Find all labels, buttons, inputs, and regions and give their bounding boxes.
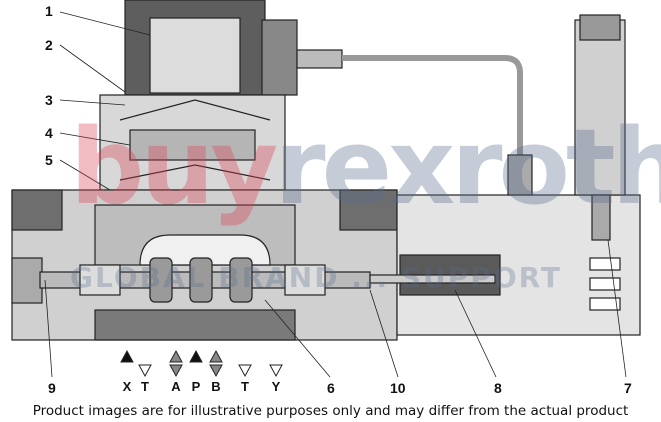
port-t-triangle bbox=[138, 364, 152, 378]
end-plug bbox=[11, 257, 43, 304]
callout-4: 4 bbox=[45, 125, 53, 141]
leader-line-9 bbox=[44, 279, 53, 378]
port-b-up-triangle bbox=[209, 349, 223, 363]
callout-9: 9 bbox=[48, 380, 56, 396]
port-plate bbox=[94, 309, 296, 341]
callout-5: 5 bbox=[45, 152, 53, 168]
spool-land bbox=[189, 257, 213, 303]
plug-pins bbox=[591, 194, 611, 241]
port-label-t2: T bbox=[241, 379, 249, 394]
leader-line-6 bbox=[264, 299, 331, 378]
right-end-cap bbox=[339, 189, 398, 231]
plug-cap bbox=[579, 14, 621, 41]
port-y-triangle bbox=[269, 364, 283, 378]
port-x-triangle bbox=[120, 349, 134, 363]
pilot-valve-lower-linkage bbox=[119, 164, 271, 181]
leader-line-8 bbox=[454, 289, 497, 378]
watermark-tagline: GLOBAL BRAND ... SUPPORT bbox=[70, 261, 563, 294]
port-label-x: X bbox=[122, 379, 132, 394]
callout-3: 3 bbox=[45, 92, 53, 108]
cable-gland bbox=[507, 154, 533, 196]
callout-8: 8 bbox=[494, 380, 502, 396]
spool-land bbox=[149, 257, 173, 303]
leader-line-10 bbox=[369, 289, 399, 378]
port-label-p: P bbox=[191, 379, 201, 394]
right-spring bbox=[284, 264, 326, 296]
leader-line-3 bbox=[59, 99, 126, 106]
port-label-a: A bbox=[171, 379, 181, 394]
left-spring bbox=[79, 264, 121, 296]
callout-7: 7 bbox=[624, 380, 632, 396]
port-b-down-triangle bbox=[209, 364, 223, 378]
spool-land bbox=[229, 257, 253, 303]
port-a-down-triangle bbox=[169, 364, 183, 378]
watermark-brand-gray: rexroth.e bbox=[274, 106, 661, 228]
cable bbox=[342, 55, 523, 160]
port-label-y: Y bbox=[271, 379, 281, 394]
leader-line-1 bbox=[59, 11, 151, 36]
transducer-rod bbox=[369, 274, 496, 284]
port-a-up-triangle bbox=[169, 349, 183, 363]
leader-line-4 bbox=[59, 132, 131, 146]
port-p-triangle bbox=[189, 349, 203, 363]
leader-line-2 bbox=[59, 44, 126, 93]
port-label-t: T bbox=[141, 379, 149, 394]
cable-connector bbox=[296, 49, 343, 69]
callout-2: 2 bbox=[45, 37, 53, 53]
leader-line-5 bbox=[59, 159, 111, 191]
watermark-logo: buyrexroth.e bbox=[70, 112, 661, 222]
callout-6: 6 bbox=[327, 380, 335, 396]
port-label-b: B bbox=[211, 379, 221, 394]
connector-pin-slot bbox=[589, 277, 621, 291]
connector-pin-slot bbox=[589, 297, 621, 311]
disclaimer-caption: Product images are for illustrative purp… bbox=[32, 403, 629, 419]
watermark-brand-red: buy bbox=[70, 106, 278, 228]
pilot-valve-upper-linkage bbox=[119, 99, 271, 121]
solenoid-coil bbox=[149, 17, 241, 94]
leader-line-7 bbox=[607, 239, 627, 378]
connector-pin-slot bbox=[589, 257, 621, 271]
callout-1: 1 bbox=[45, 3, 53, 19]
left-end-cap bbox=[11, 189, 63, 231]
callout-10: 10 bbox=[390, 380, 406, 396]
port-t2-triangle bbox=[238, 364, 252, 378]
solenoid-cable-gland bbox=[261, 19, 298, 96]
